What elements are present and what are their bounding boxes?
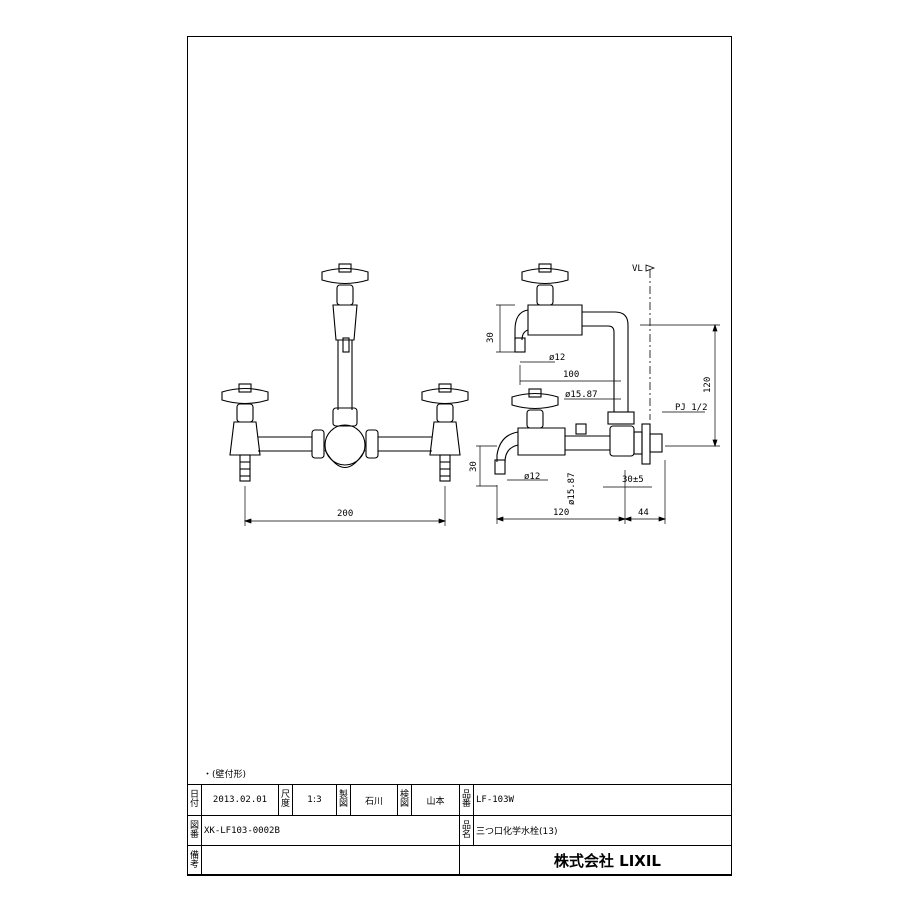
dim-upper-reach: 100: [563, 370, 579, 380]
dim-flange: 44: [638, 508, 649, 518]
dim-riser-dia: ø15.87: [567, 472, 577, 505]
vl-label: VL: [632, 264, 643, 274]
drawn-by: 石川: [350, 784, 398, 816]
drawn-label: 製図: [336, 784, 351, 816]
date-value: 2013.02.01: [201, 784, 279, 816]
side-view: [476, 263, 720, 524]
model-value: LF-103W: [473, 784, 732, 816]
dim-height: 120: [703, 377, 713, 393]
title-block: 日付 2013.02.01 尺度 1:3 製図 石川 検図 山本 品番 LF-1…: [187, 784, 732, 876]
mounting-note: ・(壁付形): [203, 770, 247, 780]
drawing-no-label: 図番: [187, 815, 202, 846]
checked-label: 検図: [397, 784, 412, 816]
date-label: 日付: [187, 784, 202, 816]
scale-value: 1:3: [292, 784, 337, 816]
company-name: 株式会社 LIXIL: [459, 845, 732, 876]
dim-lower-drop: 30: [469, 461, 479, 472]
remarks-label: 備考: [187, 845, 202, 876]
dim-wall-range: 30±5: [622, 475, 644, 485]
front-view: [221, 263, 469, 526]
product-name-value: 三つ口化学水栓(13): [473, 815, 732, 846]
dim-upper-drop: 30: [486, 332, 496, 343]
dim-upper-dia: ø12: [549, 353, 565, 363]
product-name-label: 品名: [459, 815, 474, 846]
checked-by: 山本: [411, 784, 460, 816]
model-label: 品番: [459, 784, 474, 816]
scale-label: 尺度: [278, 784, 293, 816]
dim-thread: PJ 1/2: [675, 403, 708, 413]
drawing-no-value: XK-LF103-0002B: [201, 815, 460, 846]
dim-width-200: 200: [337, 509, 353, 519]
dim-pipe-dia: ø15.87: [565, 390, 598, 400]
dim-projection: 120: [553, 508, 569, 518]
remarks-value: [201, 845, 460, 876]
dim-lower-dia: ø12: [524, 472, 540, 482]
